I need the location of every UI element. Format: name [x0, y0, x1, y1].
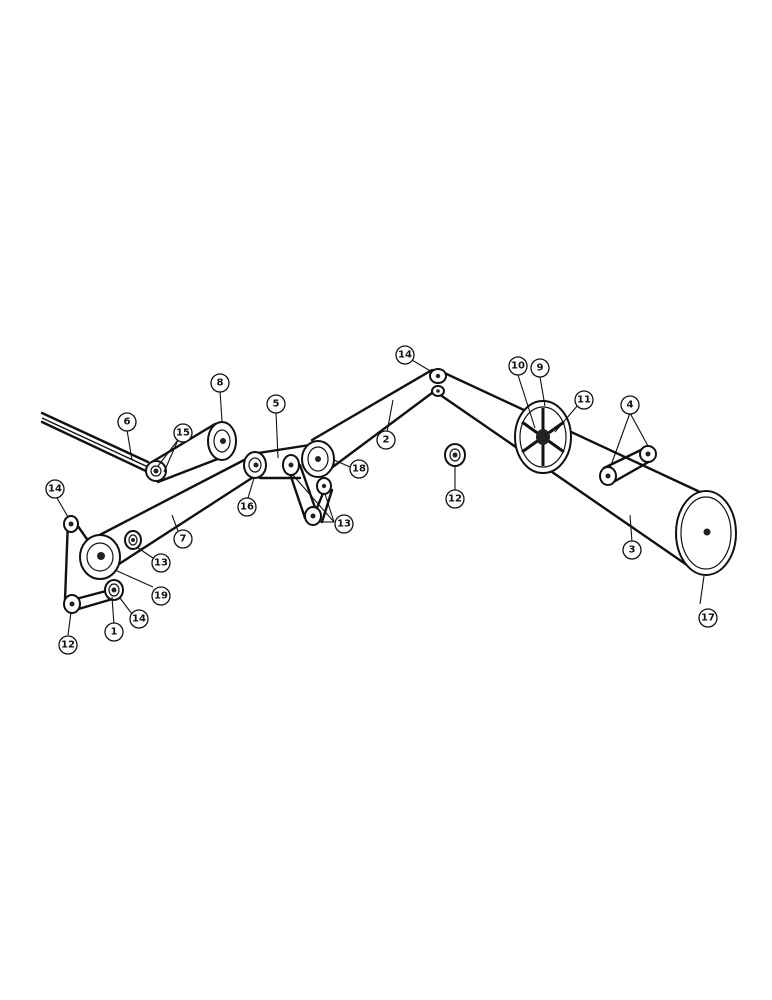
callout-4: 4 — [620, 395, 640, 415]
callout-17: 17 — [698, 608, 718, 628]
svg-text:7: 7 — [180, 534, 187, 545]
callout-15: 15 — [173, 423, 193, 443]
svg-text:18: 18 — [352, 464, 366, 475]
belt-2 — [310, 368, 434, 442]
pulley-13c — [304, 506, 322, 526]
callout-2: 2 — [376, 430, 396, 450]
svg-text:12: 12 — [448, 494, 462, 505]
callout-8: 8 — [210, 373, 230, 393]
svg-text:15: 15 — [176, 428, 190, 439]
svg-text:14: 14 — [398, 350, 412, 361]
pulley-13d — [124, 530, 142, 550]
pulley-18 — [301, 440, 335, 478]
belt-1 — [63, 518, 70, 602]
pulley-12-left — [63, 594, 81, 614]
pulley-8 — [207, 421, 237, 461]
pulley-13b — [316, 477, 332, 495]
pulley-13a — [282, 454, 300, 476]
svg-text:4: 4 — [627, 400, 634, 411]
svg-text:13: 13 — [337, 519, 351, 530]
belt-6 — [40, 411, 150, 464]
belt-8 — [150, 422, 217, 464]
callout-10: 10 — [508, 356, 528, 376]
svg-text:14: 14 — [48, 484, 62, 495]
svg-text:2: 2 — [383, 435, 390, 446]
svg-text:17: 17 — [701, 613, 715, 624]
belts — [40, 368, 702, 612]
callout-13-center: 13 — [334, 514, 354, 534]
svg-text:1: 1 — [111, 627, 118, 638]
callout-13-left: 13 — [151, 553, 171, 573]
callout-11: 11 — [574, 390, 594, 410]
pulley-12-loose — [444, 443, 466, 467]
leader-lines — [56, 359, 705, 636]
callout-16: 16 — [237, 497, 257, 517]
callouts: 1 2 3 4 5 6 7 8 — [45, 345, 718, 655]
pulley-4a — [599, 466, 617, 486]
pulley-14-left — [63, 515, 79, 533]
callout-14-top: 14 — [395, 345, 415, 365]
pulley-14-top — [429, 368, 447, 397]
svg-text:5: 5 — [273, 399, 280, 410]
svg-text:16: 16 — [240, 502, 254, 513]
svg-text:19: 19 — [154, 591, 168, 602]
svg-text:13: 13 — [154, 558, 168, 569]
callout-9: 9 — [530, 358, 550, 378]
pulley-4b — [639, 445, 657, 463]
pulley-17 — [675, 490, 737, 576]
callout-19: 19 — [151, 586, 171, 606]
svg-text:14: 14 — [132, 614, 146, 625]
callout-14-lower-left: 14 — [129, 609, 149, 629]
svg-text:8: 8 — [217, 378, 224, 389]
callout-1: 1 — [104, 622, 124, 642]
belt-2-lower — [324, 388, 438, 474]
callout-12-left: 12 — [58, 635, 78, 655]
svg-text:10: 10 — [511, 361, 525, 372]
callout-14-upper-left: 14 — [45, 479, 65, 499]
pulley-16 — [243, 451, 267, 479]
callout-18: 18 — [349, 459, 369, 479]
belt-6-lower — [40, 420, 150, 474]
pulley-19 — [79, 534, 121, 580]
pulleys — [63, 368, 737, 614]
svg-text:6: 6 — [124, 417, 131, 428]
pulley-14-lower — [104, 579, 124, 601]
svg-text:3: 3 — [629, 545, 636, 556]
callout-7: 7 — [173, 529, 193, 549]
belt-5 — [250, 442, 318, 456]
pulley-15 — [145, 460, 167, 482]
callout-12-center: 12 — [445, 489, 465, 509]
svg-text:12: 12 — [61, 640, 75, 651]
callout-5: 5 — [266, 394, 286, 414]
svg-text:9: 9 — [537, 363, 544, 374]
belt-3-lower — [434, 390, 702, 576]
belt-7-lower — [100, 474, 257, 577]
callout-6: 6 — [117, 412, 137, 432]
pulley-9-spoked — [514, 400, 572, 474]
belt-7 — [88, 456, 250, 542]
svg-text:11: 11 — [577, 395, 591, 406]
callout-3: 3 — [622, 540, 642, 560]
